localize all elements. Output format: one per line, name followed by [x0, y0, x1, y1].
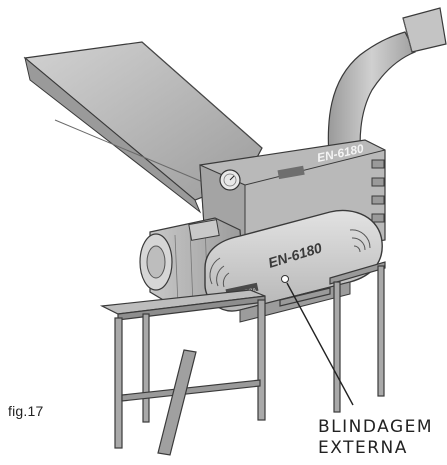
feed-hopper: [23, 41, 263, 214]
support-stand: [99, 261, 386, 456]
callout-leader-line: [286, 282, 354, 406]
figure-label: fig.17: [8, 403, 44, 419]
callout-anchor-point: [281, 275, 289, 283]
callout-label: BLINDAGEM EXTERNA: [318, 417, 433, 459]
vent-slots-left: [209, 257, 230, 288]
discharge-chute: [327, 7, 447, 171]
vent-slots-right: [349, 229, 371, 253]
callout-line-2: EXTERNA: [318, 438, 408, 458]
callout-line-1: BLINDAGEM: [318, 417, 434, 437]
